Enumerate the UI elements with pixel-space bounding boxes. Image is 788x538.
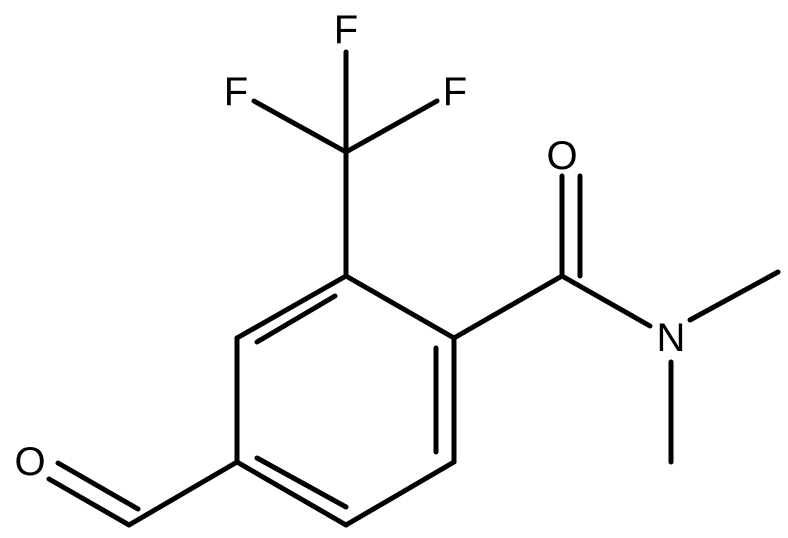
ring-bond-c4-c5 [234,459,349,528]
bond-c-n [559,273,653,329]
ring-bond-c2-c3-inner [254,293,338,345]
ring-bond-c1-c2 [343,273,457,341]
aldehyde-oxygen-label: O [14,440,45,484]
fluorine-left-label: F [224,70,248,114]
bond-c-f-right [343,98,440,155]
ring-bond-c2-c3 [234,273,349,341]
fluorine-right-label: F [443,70,467,114]
bond-cho-o-a [46,476,132,528]
bond-n-methyl-right [687,269,781,323]
fluorine-top-label: F [334,8,358,52]
ring-bond-c5-c6 [343,459,457,528]
bond-ring-cho [126,459,240,528]
amide-oxygen-label: O [546,134,577,178]
bond-cho-o-b [55,460,141,512]
amide-nitrogen-label: N [657,316,686,360]
bond-ring-carbonyl [451,273,565,341]
bond-c-f-left [251,98,349,155]
ring-bond-c4-c5-inner [254,455,349,510]
